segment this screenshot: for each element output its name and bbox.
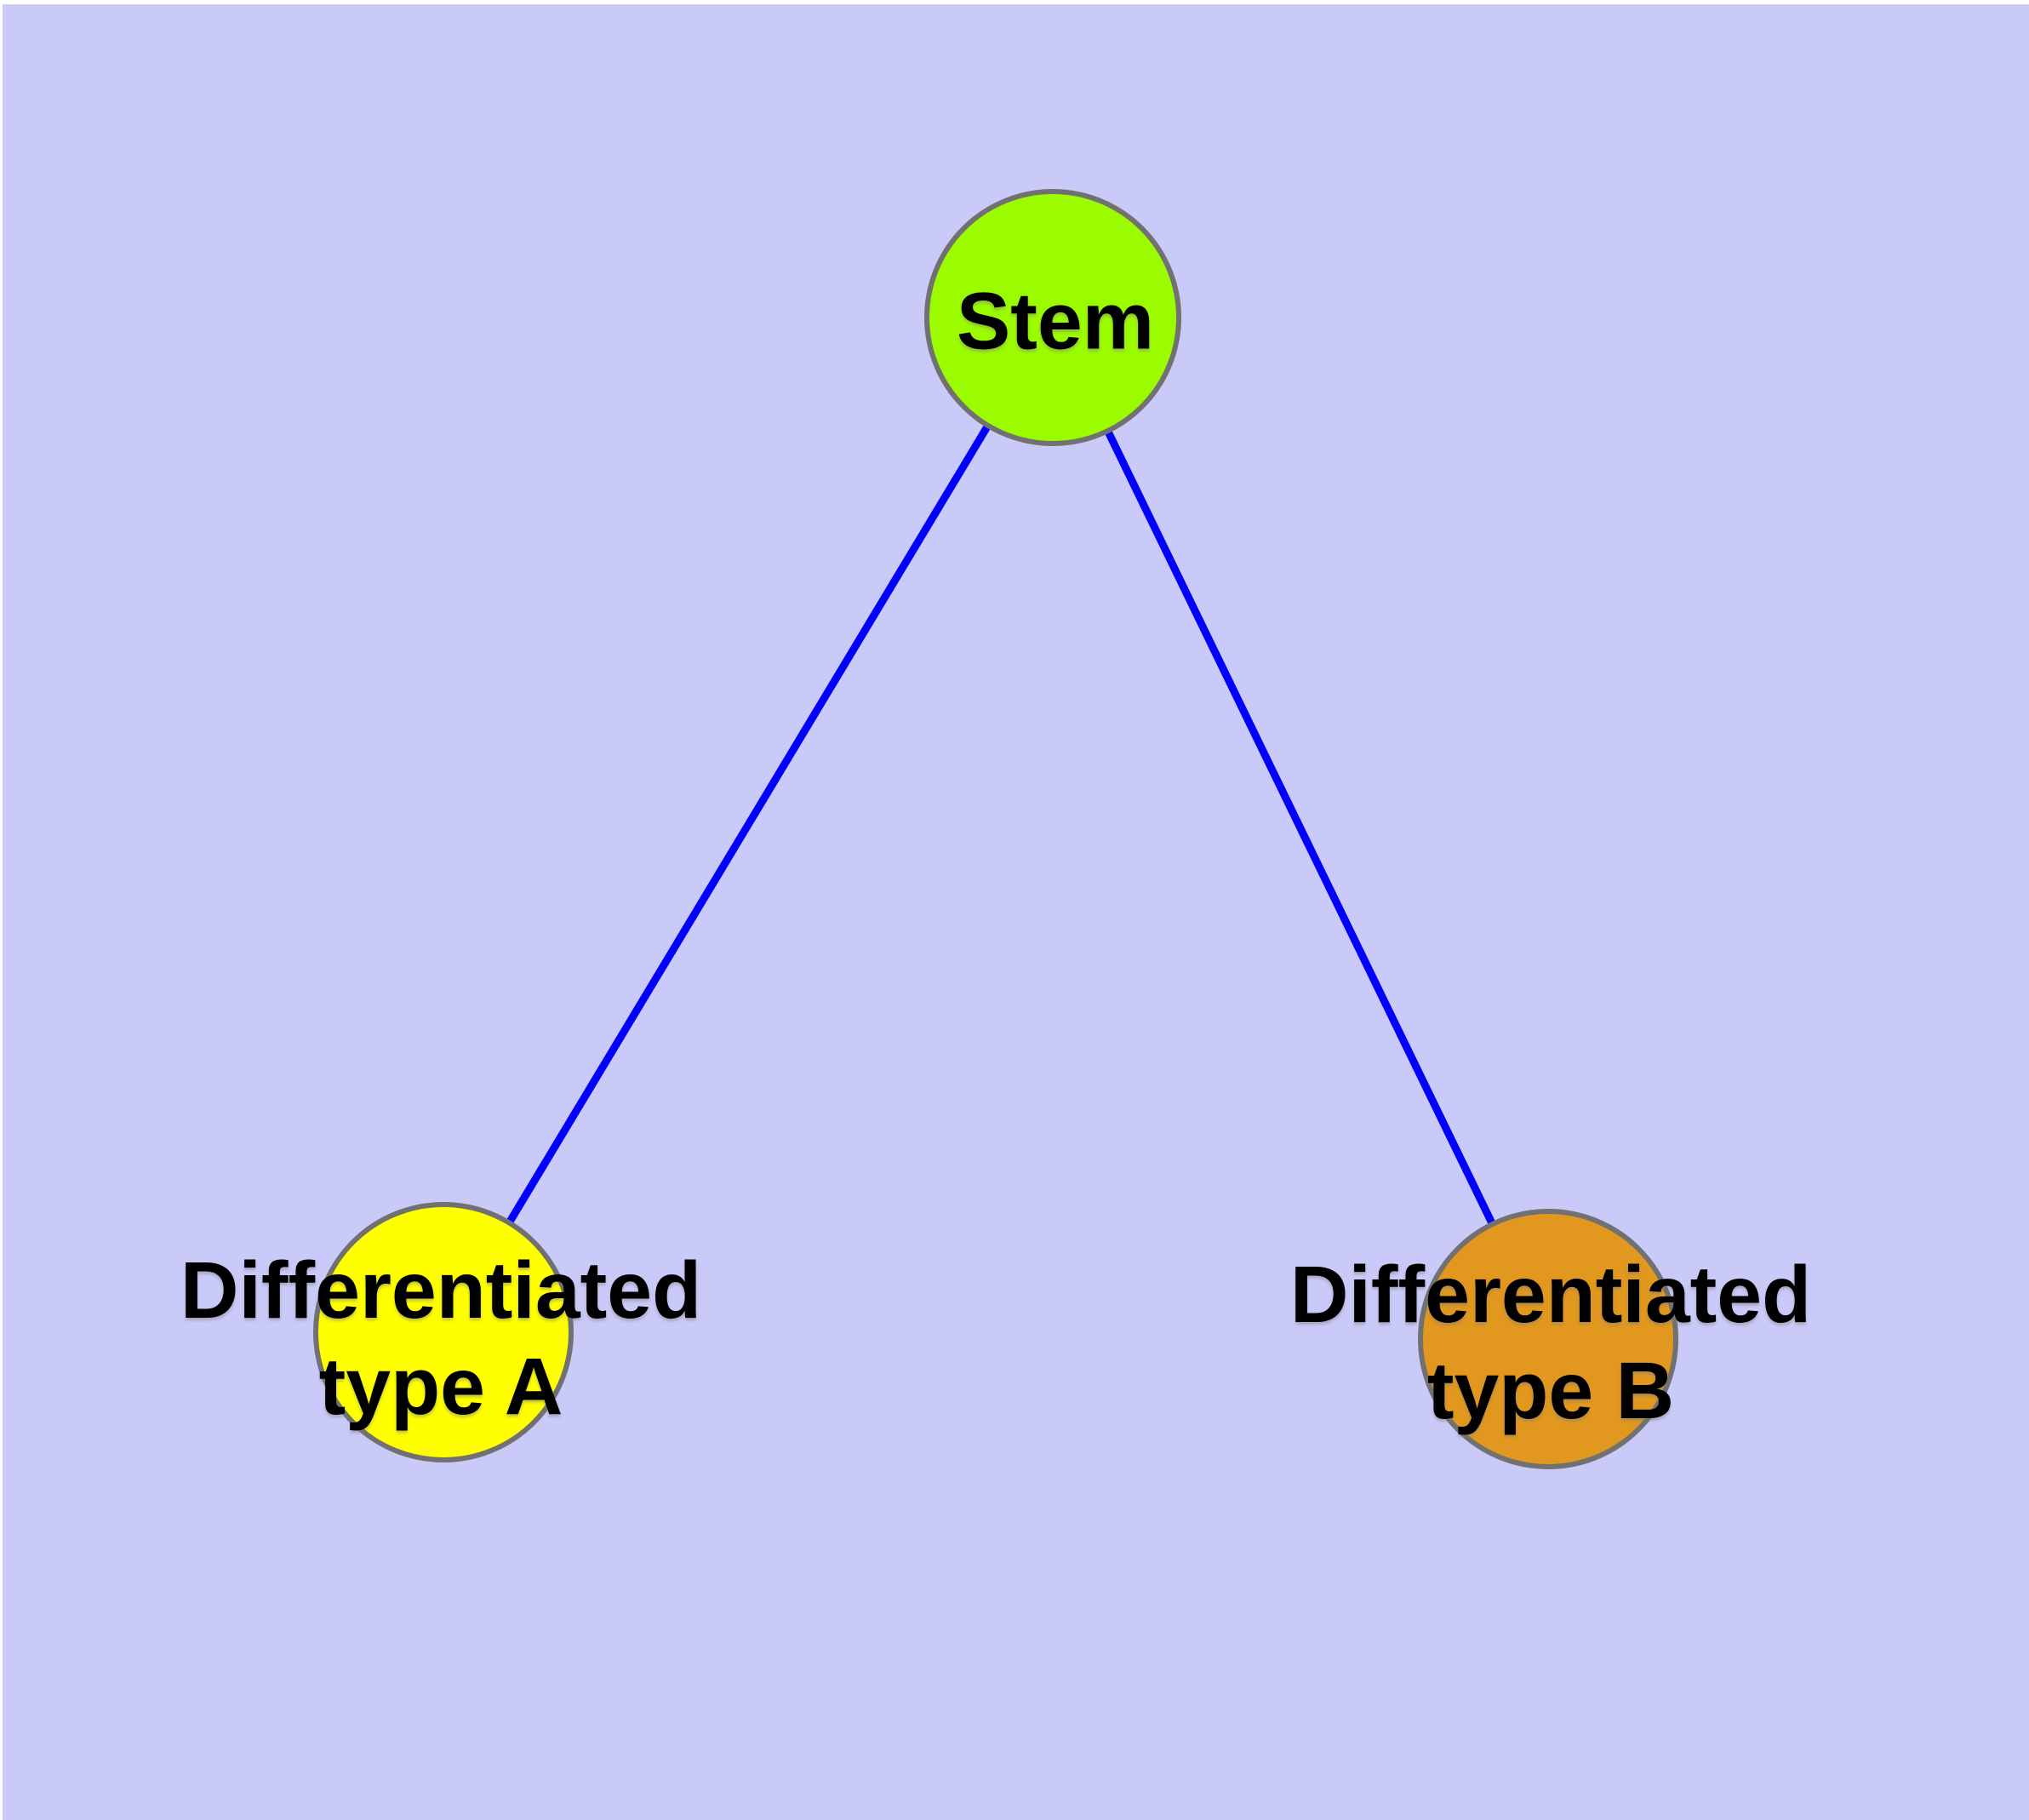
graph-svg [313,189,1678,1469]
node-group [313,189,1678,1469]
edge-stem-to-type-b [1049,316,1552,1341]
edge-group [440,315,1552,1341]
edge-stem-to-type-a [440,315,1056,1335]
node-type-b-circle[interactable] [1418,1209,1678,1469]
node-stem-circle[interactable] [924,189,1181,446]
graph-canvas: Stem Differentiated type A Differentiate… [3,4,2029,1820]
node-type-a-circle[interactable] [313,1202,574,1462]
